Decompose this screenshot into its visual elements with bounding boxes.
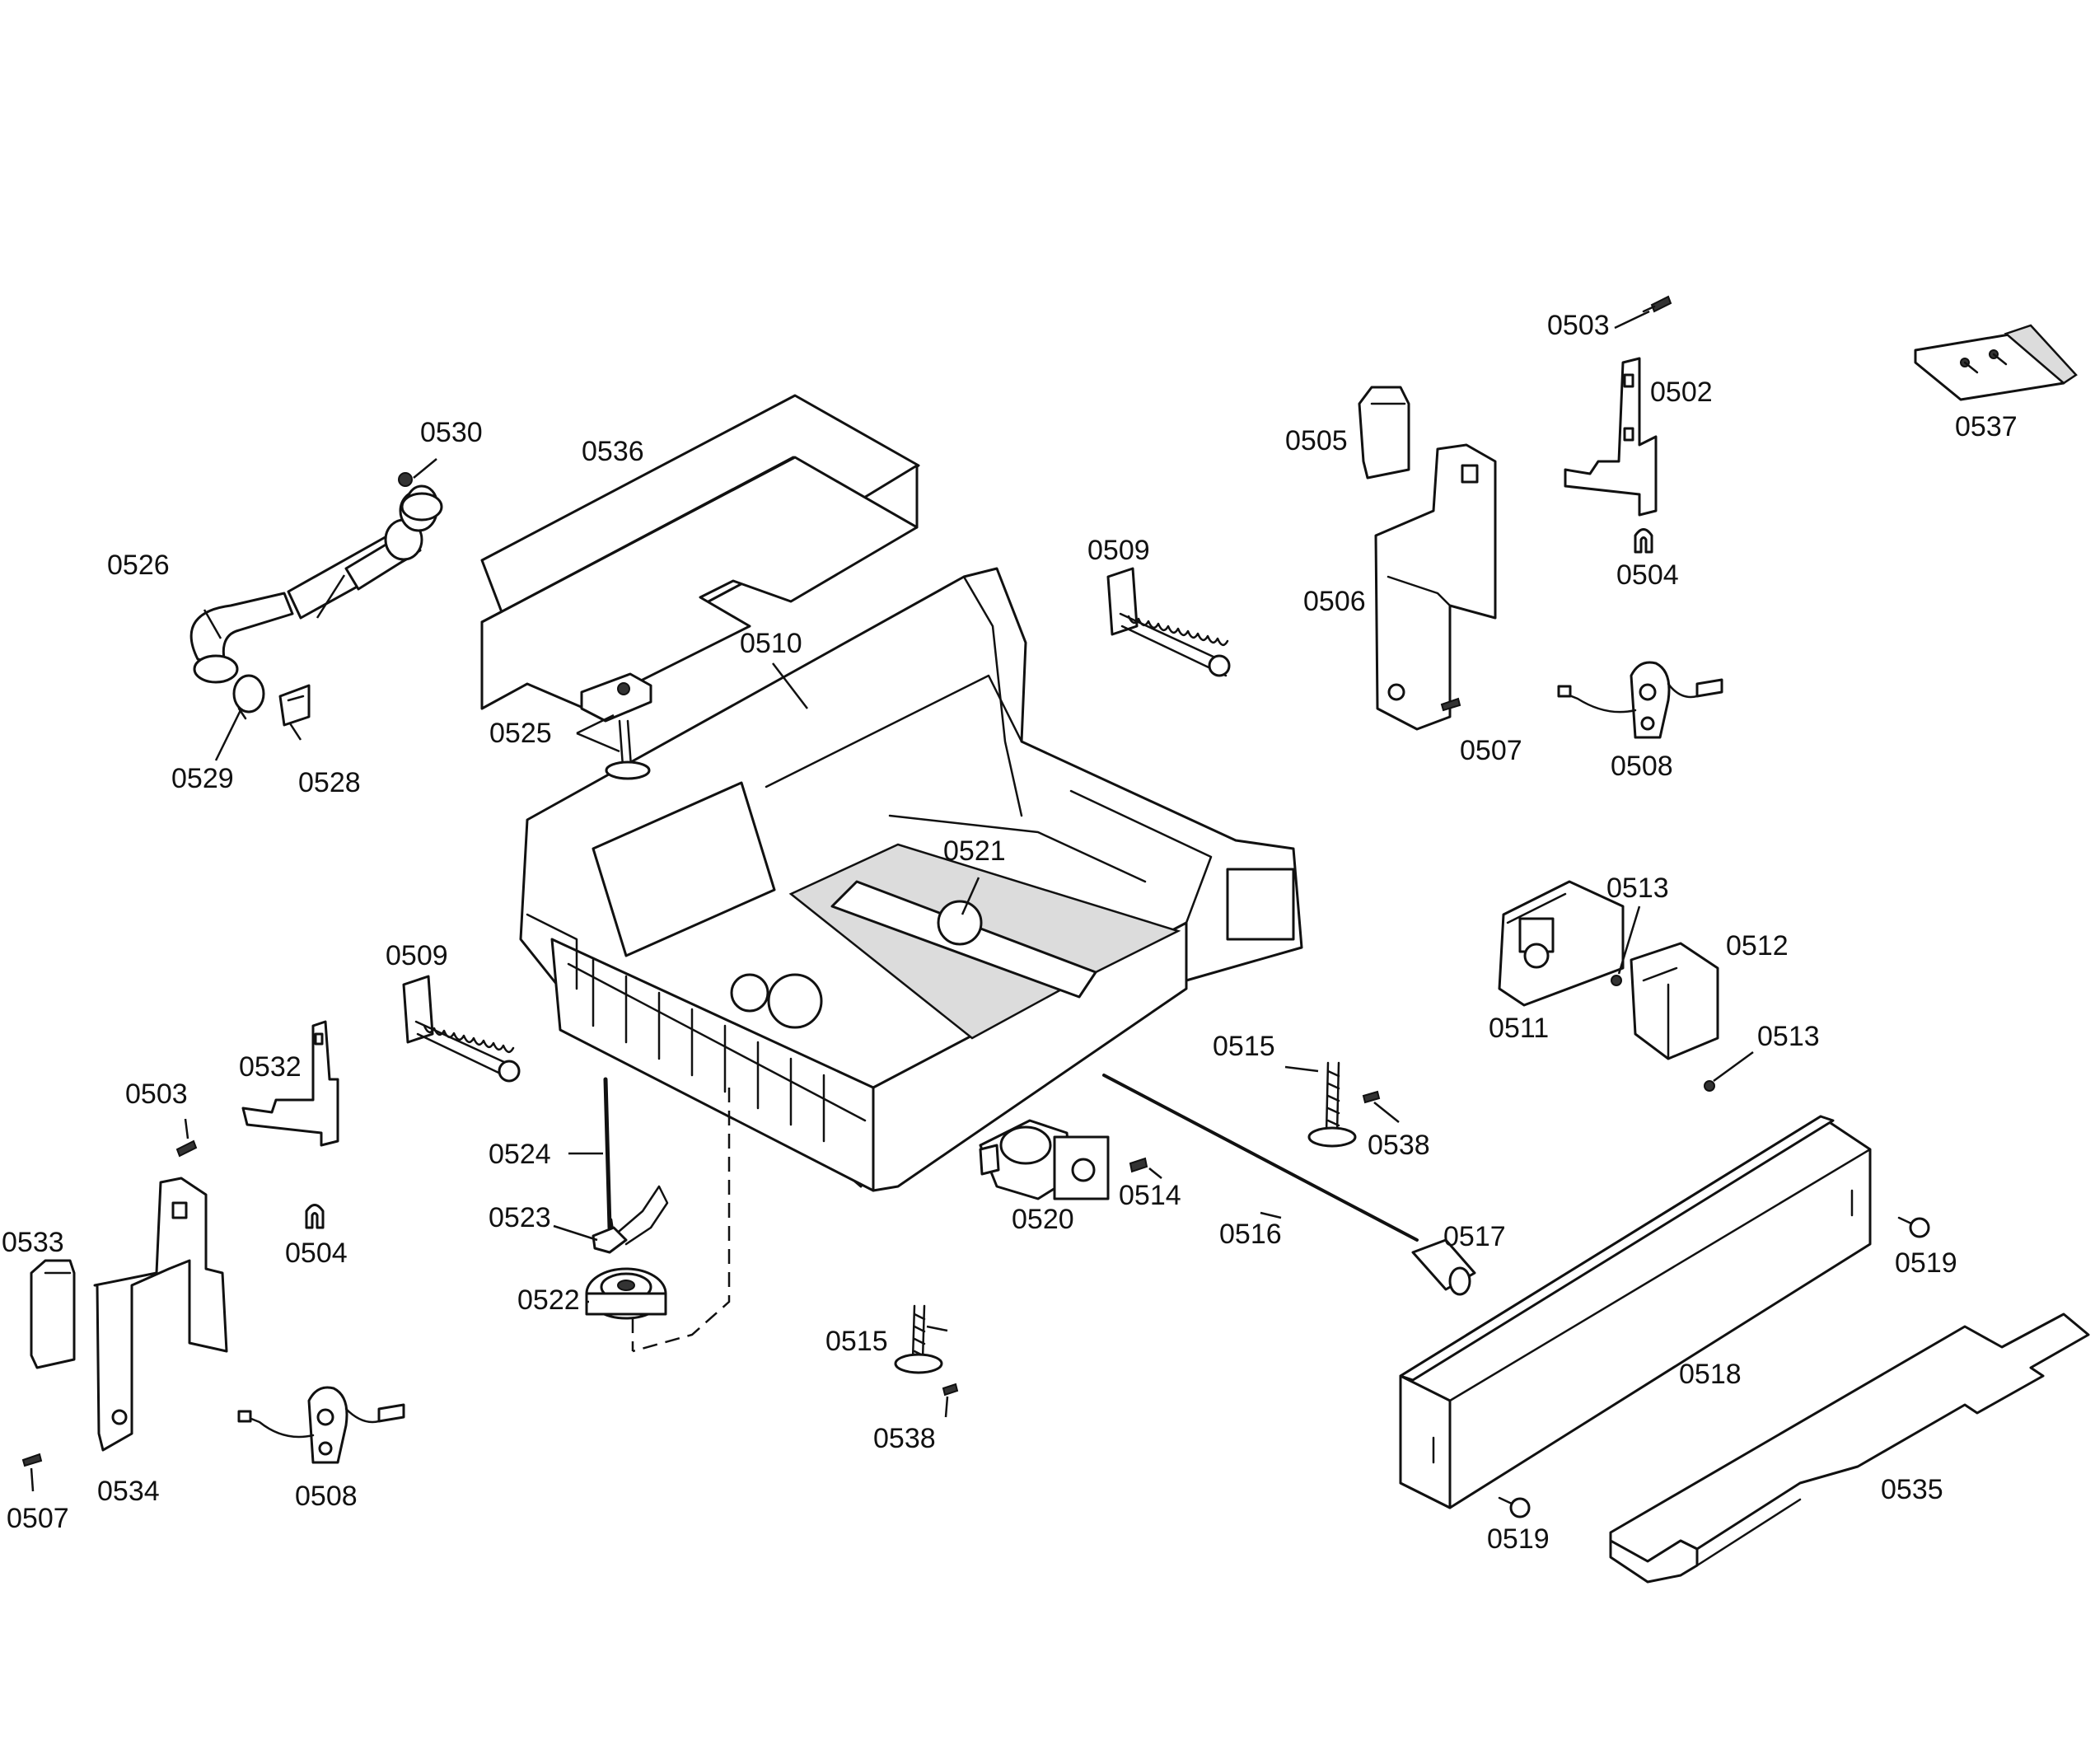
leader-lines [30,310,1754,1492]
part-0529-clamp [232,674,265,720]
label-0524: 0524 [489,1139,551,1170]
label-0504-top: 0504 [1616,559,1679,591]
part-0520-inlet-valve [979,1119,1110,1200]
part-0526-hose-assembly [189,484,438,684]
label-0533: 0533 [2,1227,64,1258]
label-0518: 0518 [1679,1359,1742,1390]
label-0505: 0505 [1285,425,1348,456]
label-0503-top: 0503 [1547,310,1610,341]
label-0504-left: 0504 [285,1238,348,1269]
part-0536-insulation-plate [480,394,920,710]
part-0504-clip-left [305,1204,325,1229]
part-0517-knob [1411,1238,1476,1296]
part-0525-foot [580,672,652,780]
part-0502-bracket [1564,357,1658,517]
alignment-lines [631,1088,731,1353]
label-0522: 0522 [517,1284,580,1316]
part-0509-hinge-spring-left [402,975,521,1083]
label-0516: 0516 [1219,1219,1282,1250]
part-0509-hinge-spring-top [1106,567,1231,677]
label-0526: 0526 [107,550,170,581]
part-0511-housing [1498,880,1625,1007]
part-0507-screw-left [21,1453,43,1467]
part-0507-screw-top [1440,697,1461,712]
part-0522-float-cup [585,1267,667,1320]
part-0503-screw-left [175,1139,198,1158]
part-0513-screw-top [1611,975,1622,986]
label-0538-bottom: 0538 [873,1423,936,1454]
label-0507-top: 0507 [1460,735,1522,766]
label-0509-left: 0509 [386,940,448,971]
label-0511: 0511 [1489,1013,1549,1044]
label-0520: 0520 [1012,1204,1074,1235]
part-0513-screw-right [1704,1080,1715,1092]
part-0528-bracket [278,684,311,727]
part-0535-insulation-strip [1609,1312,2090,1584]
label-0519-right: 0519 [1895,1247,1957,1279]
part-0504-clip-top [1634,528,1653,554]
label-0506: 0506 [1303,586,1366,617]
part-0523-sensor [592,1226,628,1254]
part-0537-hardware-bag [1914,324,2078,401]
label-0512: 0512 [1726,930,1789,962]
part-0514-screw [1129,1157,1148,1173]
label-0521: 0521 [943,835,1006,867]
label-0514: 0514 [1119,1180,1181,1211]
label-0507-left: 0507 [7,1503,69,1534]
label-0536: 0536 [582,436,644,467]
part-0532-bracket [241,1020,339,1147]
label-0510: 0510 [740,628,802,659]
part-0503-screw-top [1642,295,1672,313]
label-0513-right: 0513 [1757,1021,1820,1052]
part-0538-screw-bottom [942,1383,959,1397]
label-0535: 0535 [1881,1474,1943,1505]
label-0519-bottom: 0519 [1487,1523,1550,1555]
part-0515-foot-bottom [894,1304,943,1374]
part-labels: 0503 0502 0537 0505 0504 0506 0507 0508 … [2,310,2018,1555]
part-0512-cover [1630,942,1719,1060]
label-0537: 0537 [1955,411,2018,442]
label-0534: 0534 [97,1476,160,1507]
label-0517: 0517 [1443,1221,1506,1252]
label-0508-left: 0508 [295,1481,358,1512]
label-0530: 0530 [420,417,483,448]
part-0519-screw-right [1897,1216,1930,1238]
label-0538-right: 0538 [1368,1130,1430,1161]
label-0523: 0523 [489,1202,551,1233]
part-0508-hinge-block-top [1557,661,1723,739]
part-0505-cover [1358,386,1410,480]
label-0528: 0528 [298,767,361,798]
part-0515-foot-right [1307,1061,1357,1148]
part-0510-base-tub [519,567,1303,1192]
part-0538-screw-right [1362,1090,1381,1104]
label-0502: 0502 [1650,377,1713,408]
part-0519-screw-bottom [1498,1496,1531,1518]
label-0532: 0532 [239,1051,302,1083]
part-0506-hinge-plate [1374,443,1497,731]
part-0534-hinge-plate [93,1177,228,1452]
part-0524-float-rod [603,1077,669,1246]
label-0525: 0525 [489,718,552,749]
label-0509-top: 0509 [1087,535,1150,566]
label-0513-top: 0513 [1606,873,1669,904]
part-0530-hose-clamp [398,472,443,522]
label-0503-left: 0503 [125,1079,188,1110]
label-0515-bottom: 0515 [825,1326,888,1357]
label-0508-top: 0508 [1611,751,1673,782]
part-0516-rod [1102,1074,1419,1242]
label-0515-right: 0515 [1213,1031,1275,1062]
part-0518-kick-panel [1399,1115,1872,1509]
part-0533-cover [30,1259,76,1369]
part-0508-hinge-block-left [237,1386,405,1464]
label-0529: 0529 [171,763,234,794]
